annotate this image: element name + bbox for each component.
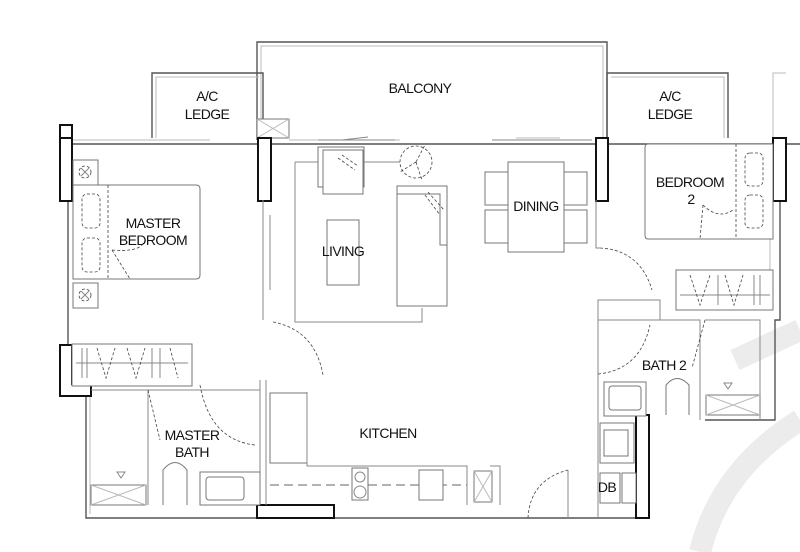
- label-dining: DINING: [513, 198, 558, 214]
- label-master-bedroom-2: BEDROOM: [119, 232, 187, 248]
- room-labels: BALCONY A/C LEDGE A/C LEDGE MASTER BEDRO…: [119, 80, 725, 495]
- label-ac-ledge-left-2: LEDGE: [185, 106, 230, 122]
- label-db: DB: [598, 479, 617, 495]
- bedroom-2: [595, 143, 774, 321]
- label-balcony: BALCONY: [389, 80, 453, 96]
- ac-ledge-left: [151, 72, 290, 139]
- master-bath: [90, 380, 261, 506]
- master-bedroom: [71, 159, 324, 387]
- label-living: LIVING: [322, 243, 364, 259]
- dining-area: [484, 137, 592, 253]
- label-master-bedroom-1: MASTER: [126, 215, 181, 231]
- label-kitchen: KITCHEN: [359, 425, 416, 441]
- label-ac-ledge-right-2: LEDGE: [648, 106, 693, 122]
- label-master-bath-2: BATH: [175, 444, 209, 460]
- watermark: [689, 320, 800, 552]
- ac-ledge-right: [606, 72, 786, 138]
- label-master-bath-1: MASTER: [165, 427, 220, 443]
- label-bedroom-2-1: BEDROOM: [656, 174, 724, 190]
- label-ac-ledge-right-1: A/C: [659, 88, 681, 104]
- label-ac-ledge-left-1: A/C: [196, 88, 218, 104]
- bath-2: [597, 319, 761, 518]
- label-bath-2: BATH 2: [642, 357, 687, 373]
- kitchen: [265, 380, 569, 519]
- living-area: [294, 136, 448, 323]
- label-bedroom-2-2: 2: [687, 191, 695, 207]
